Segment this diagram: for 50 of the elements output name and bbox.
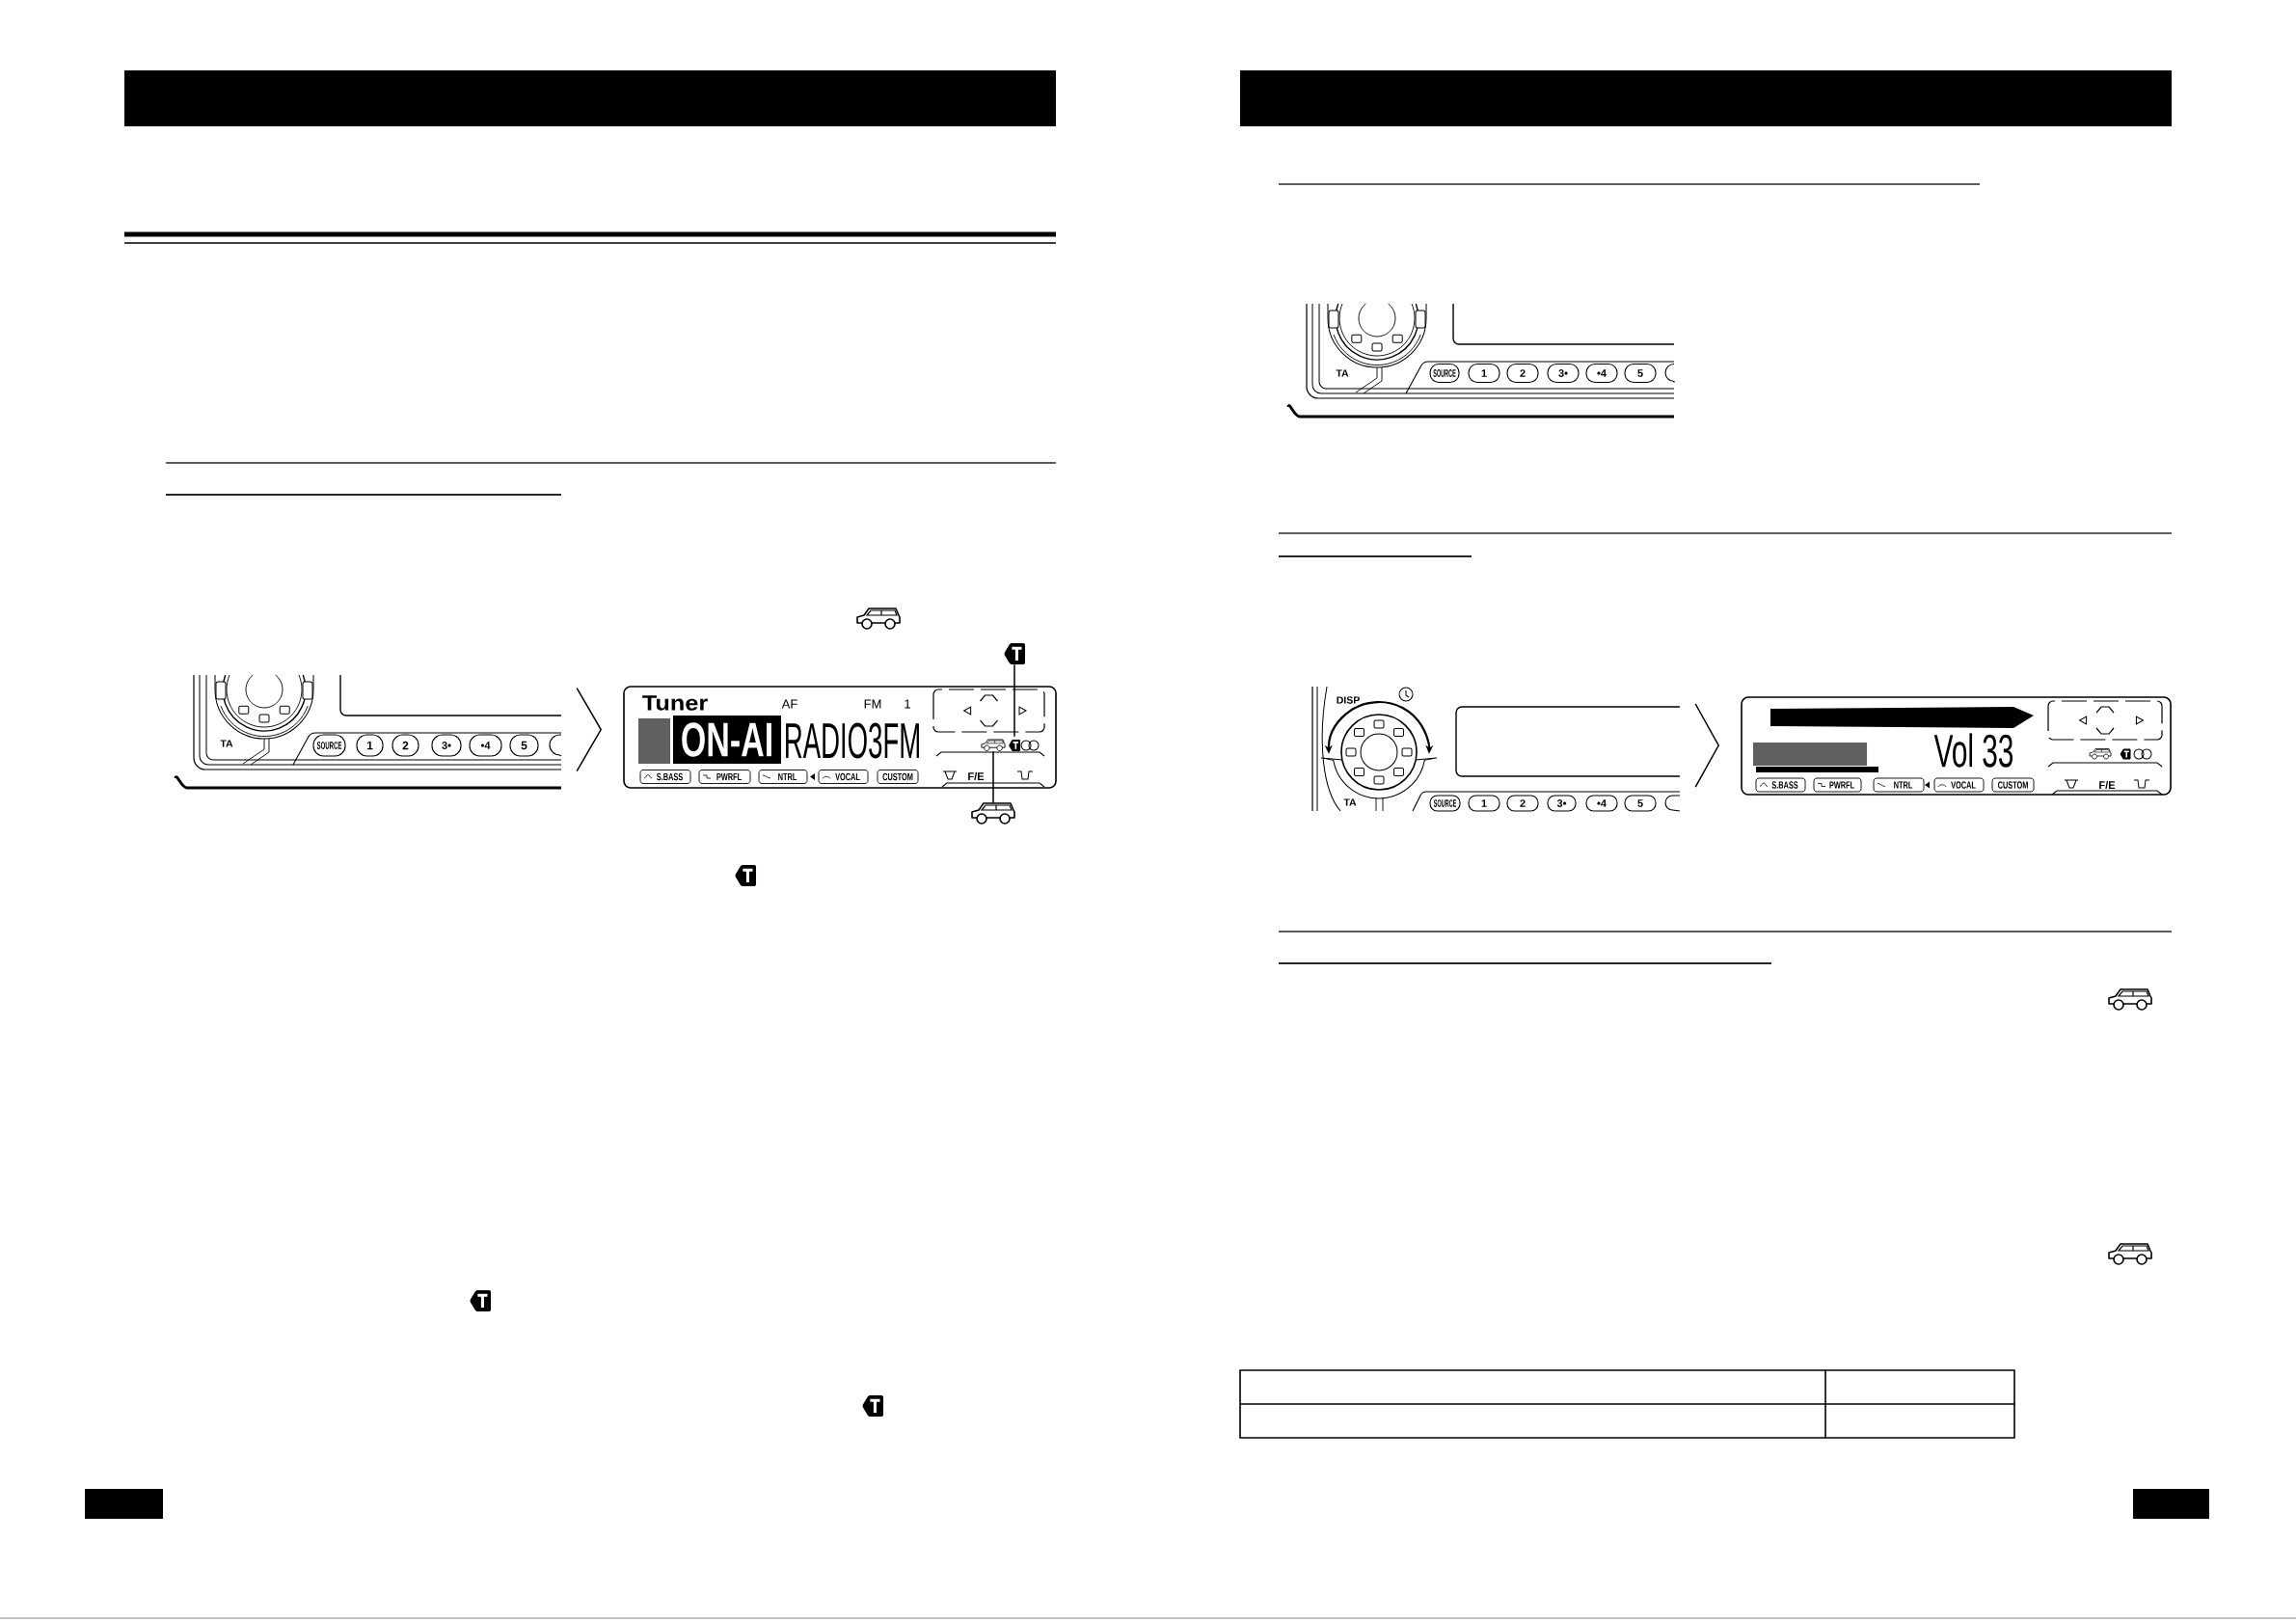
display-button: NTRL (1873, 777, 1925, 793)
push-button (1664, 795, 1681, 812)
display-button: CUSTOM (1991, 777, 2035, 793)
display-button: S.BASS (639, 770, 691, 784)
display-text: F/E (2099, 780, 2116, 790)
push-button: 2 (392, 734, 419, 757)
push-button: 5 (1624, 363, 1657, 384)
display-button: NTRL (758, 770, 808, 784)
car-icon (981, 739, 1006, 751)
display-text: F/E (968, 771, 985, 781)
push-button: SOURCE (1429, 795, 1461, 812)
push-button: 2 (1506, 795, 1539, 812)
push-button: 3• (1547, 795, 1577, 812)
display-button: VOCAL (818, 770, 869, 784)
push-button: SOURCE (312, 734, 346, 757)
display-text: FM (864, 699, 881, 709)
display-text: 1 (905, 699, 910, 709)
push-button (549, 734, 562, 757)
leader-line (1013, 663, 1015, 738)
display-button: S.BASS (1755, 777, 1806, 793)
push-button: 1 (356, 734, 384, 757)
display-text: RADIO3FM (786, 722, 919, 759)
display-text: Vol 33 (1933, 733, 2013, 768)
display-text: AF (781, 699, 797, 709)
face-label: DISP (1337, 696, 1360, 704)
car-icon (971, 802, 1015, 824)
face-label: TA (220, 740, 233, 747)
push-button (1664, 363, 1675, 384)
tag-icon (1004, 643, 1025, 664)
display-text: ON-AI (673, 716, 781, 764)
display-text: Tuner (642, 695, 708, 711)
push-button: •4 (1585, 795, 1618, 812)
push-button: SOURCE (1429, 363, 1460, 384)
display-button: PWRFL (698, 770, 751, 784)
push-button: 1 (1468, 795, 1500, 812)
face-label: TA (1343, 798, 1357, 806)
push-button: 3• (431, 734, 462, 757)
push-button: 1 (1468, 363, 1500, 384)
display-button: CUSTOM (877, 770, 919, 784)
push-button: 3• (1547, 363, 1580, 384)
push-button: •4 (469, 734, 502, 757)
face-label: TA (1336, 369, 1349, 377)
display-button: VOCAL (1933, 777, 1985, 793)
tag-icon (1009, 740, 1020, 751)
push-button: •4 (1585, 363, 1618, 384)
display-button: PWRFL (1813, 777, 1862, 793)
push-button: 5 (1624, 795, 1657, 812)
push-button: 2 (1506, 363, 1539, 384)
push-button: 5 (509, 734, 539, 757)
leader-line (992, 750, 994, 804)
